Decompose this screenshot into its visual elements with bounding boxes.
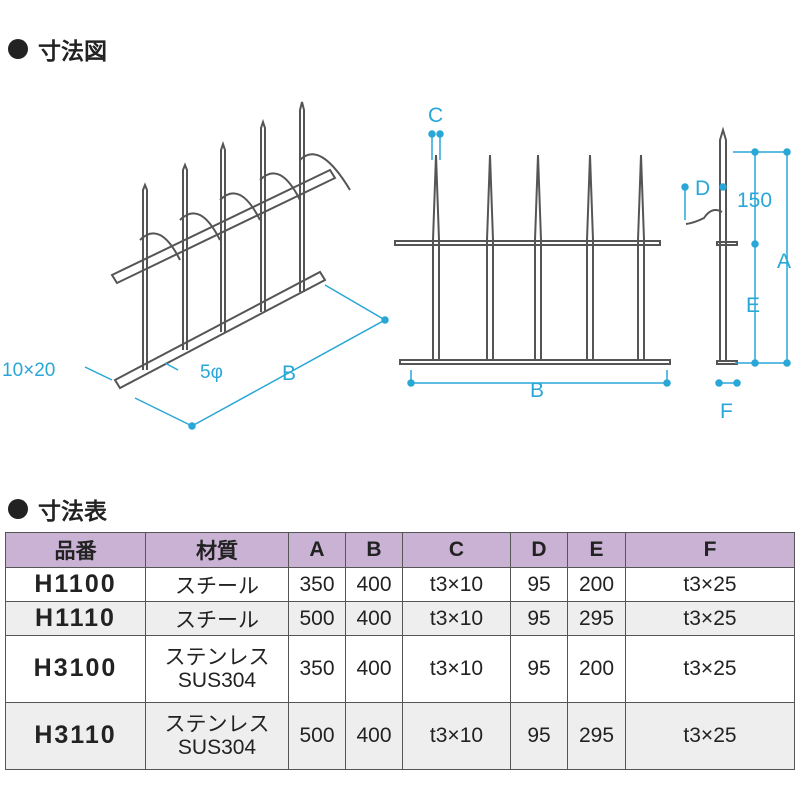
label-e: E [746, 294, 760, 317]
bullet-icon [8, 39, 28, 59]
label-b-iso: B [282, 362, 296, 385]
cell-f: t3×25 [625, 702, 795, 770]
cell-e: 295 [567, 601, 626, 636]
bullet-icon [8, 499, 28, 519]
iso-view [110, 101, 351, 390]
label-b-front: B [530, 379, 544, 402]
cell-a: 350 [288, 567, 346, 602]
cell-f: t3×25 [625, 635, 795, 703]
cell-d: 95 [510, 702, 568, 770]
front-dimensions [407, 130, 791, 387]
cell-d: 95 [510, 567, 568, 602]
cell-e: 200 [567, 567, 626, 602]
cell-c: t3×10 [402, 567, 511, 602]
table-row: H1110 スチール 500 400 t3×10 95 295 t3×25 [5, 601, 795, 636]
table-row: H1100 スチール 350 400 t3×10 95 200 t3×25 [5, 567, 795, 602]
dimension-drawing: 10×20 5φ B C B D 150 A E F [2, 101, 791, 430]
col-b: B [345, 532, 403, 568]
col-code: 品番 [5, 532, 146, 568]
col-material: 材質 [145, 532, 289, 568]
label-a: A [777, 250, 791, 273]
material-line-2: SUS304 [177, 736, 257, 759]
label-rod: 5φ [200, 362, 223, 383]
table-header-row: 品番 材質 A B C D E F [5, 532, 795, 568]
cell-f: t3×25 [625, 567, 795, 602]
cell-d: 95 [510, 635, 568, 703]
cell-c: t3×10 [402, 635, 511, 703]
front-view [394, 126, 738, 365]
label-150: 150 [737, 189, 772, 212]
col-a: A [288, 532, 346, 568]
heading-text: 寸法表 [38, 499, 107, 525]
material-line-1: ステンレス [164, 645, 270, 669]
dimension-table: 品番 材質 A B C D E F H1100 スチール 350 400 t3×… [5, 532, 795, 770]
cell-f: t3×25 [625, 601, 795, 636]
cell-material: スチール [145, 567, 289, 602]
drawing-heading: 寸法図 [8, 32, 107, 66]
col-f: F [625, 532, 795, 568]
cell-d: 95 [510, 601, 568, 636]
cell-code: H1110 [5, 601, 146, 636]
table-heading: 寸法表 [8, 492, 107, 526]
material-line-1: ステンレス [164, 712, 270, 736]
material-line-2: SUS304 [177, 669, 257, 692]
cell-b: 400 [345, 567, 403, 602]
cell-c: t3×10 [402, 601, 511, 636]
cell-b: 400 [345, 635, 403, 703]
iso-dimensions [84, 284, 389, 430]
heading-text: 寸法図 [38, 39, 107, 65]
cell-code: H1100 [5, 567, 146, 602]
col-c: C [402, 532, 511, 568]
label-d: D [695, 177, 710, 200]
cell-a: 500 [288, 702, 346, 770]
cell-code: H3100 [5, 635, 146, 703]
cell-material: スチール [145, 601, 289, 636]
label-c: C [428, 104, 443, 127]
col-e: E [567, 532, 626, 568]
cell-b: 400 [345, 601, 403, 636]
cell-a: 500 [288, 601, 346, 636]
cell-b: 400 [345, 702, 403, 770]
label-hole: 10×20 [2, 360, 55, 381]
col-d: D [510, 532, 568, 568]
cell-c: t3×10 [402, 702, 511, 770]
cell-code: H3110 [5, 702, 146, 770]
label-f: F [720, 400, 733, 423]
cell-e: 200 [567, 635, 626, 703]
cell-a: 350 [288, 635, 346, 703]
cell-e: 295 [567, 702, 626, 770]
